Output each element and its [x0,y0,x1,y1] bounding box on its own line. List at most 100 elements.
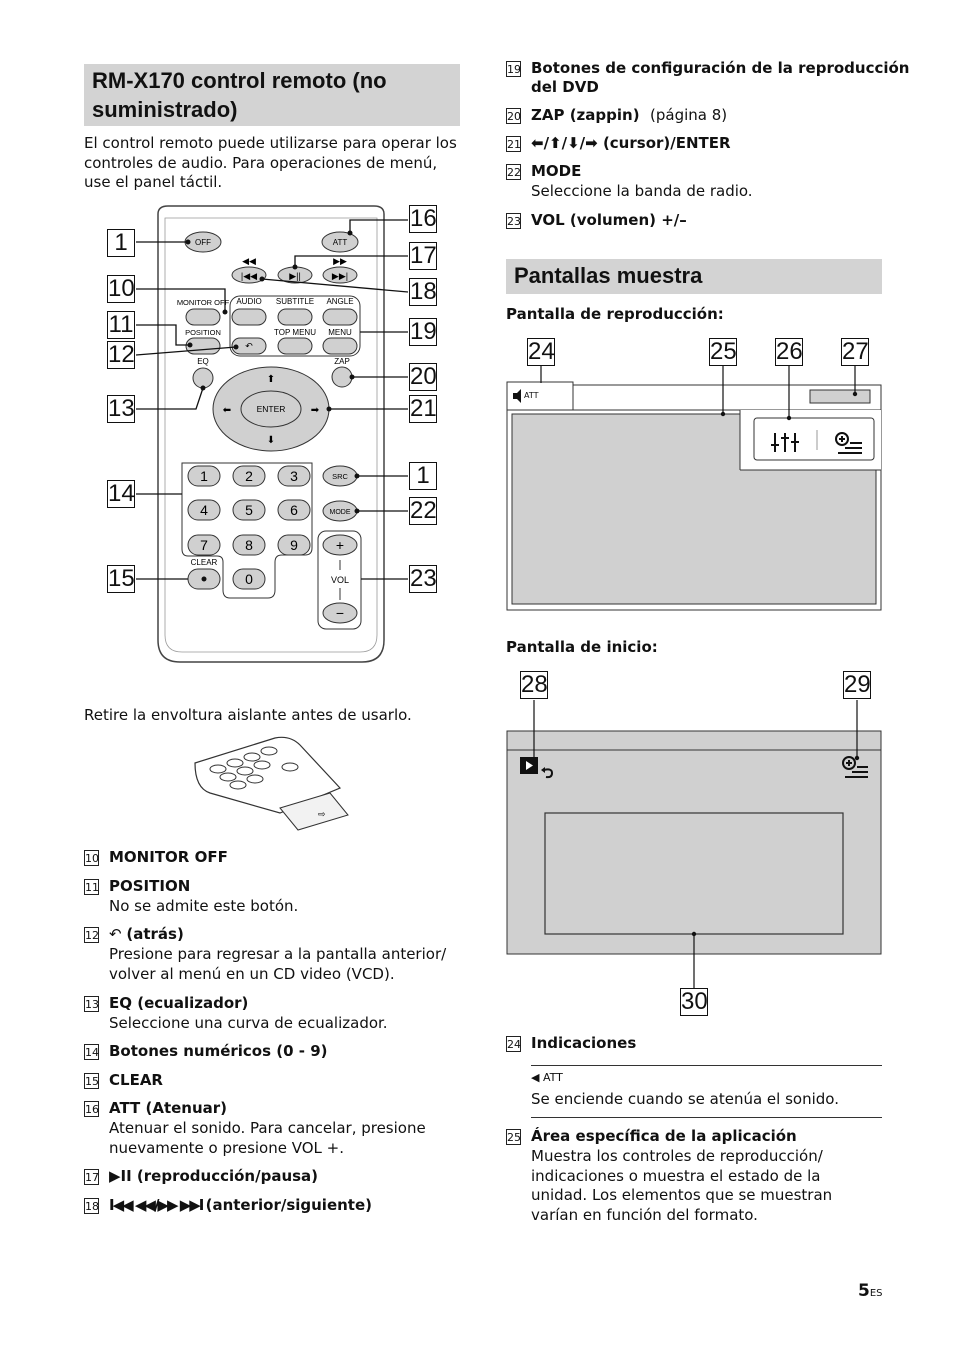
svg-text:◀◀: ◀◀ [242,256,256,266]
home-screen-illustration [506,700,882,988]
item-title-text: (reproducción/pausa) [136,1167,319,1185]
item-desc: No se admite este botón. [109,897,299,915]
item-number: 23 [506,213,521,229]
svg-text:3: 3 [290,468,298,484]
item-number: 14 [84,1044,99,1060]
item-title: MONITOR OFF [109,848,228,866]
item-number: 24 [506,1036,521,1052]
item-desc: Muestra los controles de reproducción/ i… [531,1147,833,1224]
item-number: 11 [84,879,99,895]
item-title: Área específica de la aplicación [531,1127,797,1145]
item-title: Botones numéricos (0 - 9) [109,1042,328,1060]
svg-text:⬅: ⬅ [223,405,231,416]
playback-screen-label: Pantalla de reproducción: [506,305,724,323]
item-title-text: (cursor)/ENTER [602,134,731,152]
callout-29: 29 [843,671,871,699]
svg-text:⬇: ⬇ [267,435,275,446]
svg-text:▶||: ▶|| [289,271,301,281]
svg-text:↶: ↶ [245,341,253,351]
svg-text:OFF: OFF [195,238,211,247]
svg-text:MONITOR OFF: MONITOR OFF [177,298,230,307]
section-title-screens: Pantallas muestra [506,259,882,294]
svg-text:VOL: VOL [331,575,349,585]
svg-text:SUBTITLE: SUBTITLE [276,297,314,306]
callout-20: 20 [409,363,437,391]
title-line-2: suministrado) [92,97,238,122]
svg-text:+: + [336,537,344,553]
svg-text:5: 5 [245,502,253,518]
svg-text:0: 0 [245,571,253,587]
svg-text:⬆: ⬆ [267,374,275,385]
item-title-text: ZAP (zappin) [531,106,640,124]
remote-intro: El control remoto puede utilizarse para … [84,134,457,191]
insulation-note: Retire la envoltura aislante antes de us… [84,706,412,724]
item-title: Indicaciones [531,1034,637,1052]
item-title: MODE [531,162,582,180]
item-number: 22 [506,164,521,180]
svg-text:▶▶: ▶▶ [333,256,347,266]
callout-12: 12 [107,341,135,369]
svg-text:ZAP: ZAP [334,357,350,366]
item-title: Botones de configuración de la reproducc… [531,59,910,77]
item-title: EQ (ecualizador) [109,994,249,1012]
svg-text:6: 6 [290,502,298,518]
callout-14: 14 [107,480,135,508]
svg-text:−: − [336,605,344,621]
item-title: ZAP (zappin) (página 8) [531,106,727,126]
svg-text:AUDIO: AUDIO [236,297,261,306]
page-ref: (página 8) [650,106,728,124]
cursor-arrows-icon: ⬅/⬆/⬇/➡ [531,134,603,152]
callout-30: 30 [680,988,708,1016]
item-title-cont: del DVD [531,78,599,96]
item-title: CLEAR [109,1071,163,1089]
item-title: I◀◀ ◀◀/▶▶ ▶▶I (anterior/siguiente) [109,1196,372,1216]
item-number: 21 [506,136,521,152]
svg-text:TOP MENU: TOP MENU [274,328,316,337]
item-number: 20 [506,108,521,124]
item-number: 12 [84,927,99,943]
svg-text:➡: ➡ [311,405,320,416]
item-desc: Seleccione la banda de radio. [531,182,753,200]
speaker-icon: ◀ [531,1071,540,1084]
callout-1b: 1 [409,462,437,490]
callout-23: 23 [409,565,437,593]
svg-text:7: 7 [200,537,208,553]
callout-19: 19 [409,318,437,346]
svg-text:POSITION: POSITION [185,328,221,337]
callout-17: 17 [409,242,437,270]
svg-text:ANGLE: ANGLE [326,297,353,306]
svg-text:EQ: EQ [197,357,209,366]
item-title: ▶II (reproducción/pausa) [109,1167,318,1187]
insulation-illustration: ⇨ [194,736,349,831]
item-title: ATT (Atenuar) [109,1099,228,1117]
att-desc: Se enciende cuando se atenúa el sonido. [531,1090,839,1108]
callout-13: 13 [107,395,135,423]
callout-18: 18 [409,278,437,306]
svg-text:▶▶|: ▶▶| [332,271,348,281]
callout-11: 11 [107,311,135,339]
title-line-1: RM-X170 control remoto (no [92,68,387,93]
callout-26: 26 [775,338,803,366]
play-pause-icon: ▶II [109,1167,137,1185]
item-number: 18 [84,1198,99,1214]
item-title: ↶ (atrás) [109,925,184,945]
svg-text:2: 2 [245,468,253,484]
svg-text:⇨: ⇨ [318,809,326,819]
page-number: 5ES [858,1281,883,1301]
att-row: ◀ ATT [531,1071,563,1084]
svg-text:4: 4 [200,502,208,518]
svg-text:MENU: MENU [328,328,352,337]
svg-text:ENTER: ENTER [257,404,286,414]
svg-text:CLEAR: CLEAR [191,558,218,567]
callout-24: 24 [527,338,555,366]
item-number: 15 [84,1073,99,1089]
home-screen-label: Pantalla de inicio: [506,638,658,656]
att-label: ATT [542,1071,563,1084]
callout-25: 25 [709,338,737,366]
page-num: 5 [858,1281,870,1301]
playback-screen-illustration [506,366,882,611]
item-number: 19 [506,61,521,77]
indicator-table: ◀ ATT Se enciende cuando se atenúa el so… [531,1065,882,1118]
item-title-text: (anterior/siguiente) [205,1196,372,1214]
item-desc: Presione para regresar a la pantalla ant… [109,945,447,983]
